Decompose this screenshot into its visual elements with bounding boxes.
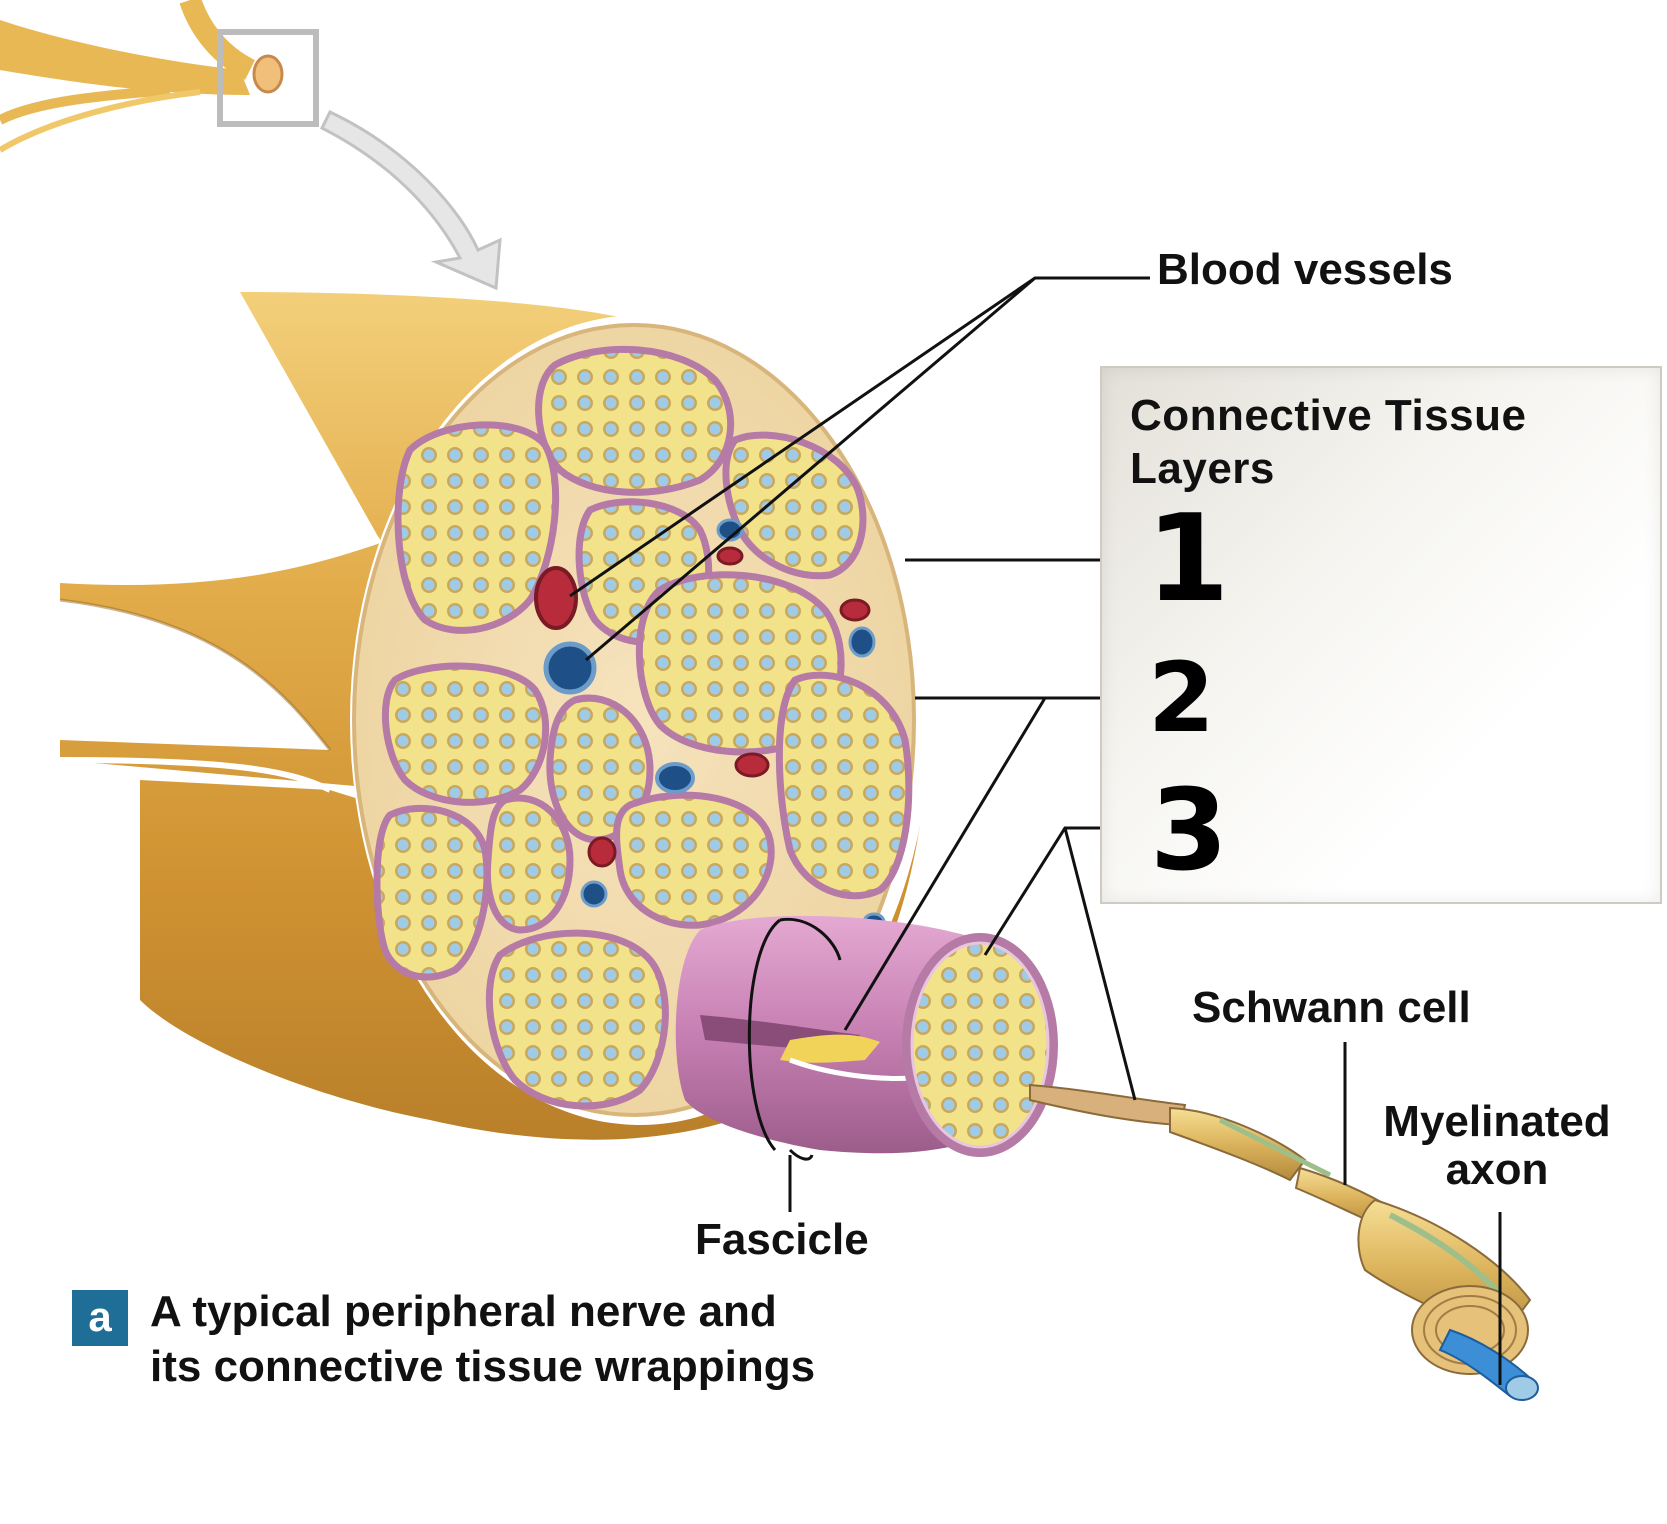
vein bbox=[580, 880, 608, 908]
artery bbox=[734, 752, 770, 778]
fascicle-section bbox=[613, 791, 775, 929]
label-myelinated: Myelinated bbox=[1383, 1097, 1611, 1146]
fascicle-section bbox=[722, 431, 867, 580]
vein bbox=[848, 626, 876, 658]
fascicle-section bbox=[381, 662, 550, 806]
artery bbox=[534, 566, 578, 630]
fascicle-section bbox=[775, 671, 913, 900]
label-fascicle: Fascicle bbox=[695, 1215, 869, 1264]
fascicle-section bbox=[483, 794, 574, 934]
blood-vessels-group bbox=[534, 518, 886, 932]
artery bbox=[716, 546, 744, 566]
connective-tissue-panel: Connective Tissue Layers bbox=[1100, 366, 1662, 904]
label-axon: axon bbox=[1445, 1145, 1549, 1195]
label-myelinated-axon: Myelinated axon bbox=[1372, 1097, 1622, 1195]
artery bbox=[587, 836, 617, 868]
vein bbox=[716, 518, 744, 542]
caption-line-1: A typical peripheral nerve and bbox=[150, 1287, 777, 1336]
layer-number-1: 1 bbox=[1146, 490, 1230, 629]
layer-number-3: 3 bbox=[1150, 766, 1228, 896]
figure-caption: A typical peripheral nerve and its conne… bbox=[150, 1284, 910, 1394]
zoom-arrow bbox=[319, 110, 502, 291]
layer-number-2: 2 bbox=[1148, 642, 1215, 754]
artery bbox=[839, 598, 871, 622]
fascicle-section bbox=[535, 345, 735, 496]
label-blood-vessels: Blood vessels bbox=[1157, 245, 1453, 294]
vein bbox=[543, 641, 597, 695]
panel-title: Connective Tissue Layers bbox=[1130, 391, 1527, 493]
nerve-thumbnail bbox=[0, 0, 319, 153]
extruded-fascicle bbox=[675, 915, 1058, 1161]
vein bbox=[655, 762, 695, 794]
fascicle-section bbox=[394, 421, 560, 634]
fascicle-section bbox=[373, 805, 491, 981]
fascicle-section bbox=[485, 929, 669, 1110]
figure-badge: a bbox=[72, 1290, 128, 1346]
caption-line-2: its connective tissue wrappings bbox=[150, 1342, 816, 1391]
label-schwann-cell: Schwann cell bbox=[1192, 983, 1471, 1032]
